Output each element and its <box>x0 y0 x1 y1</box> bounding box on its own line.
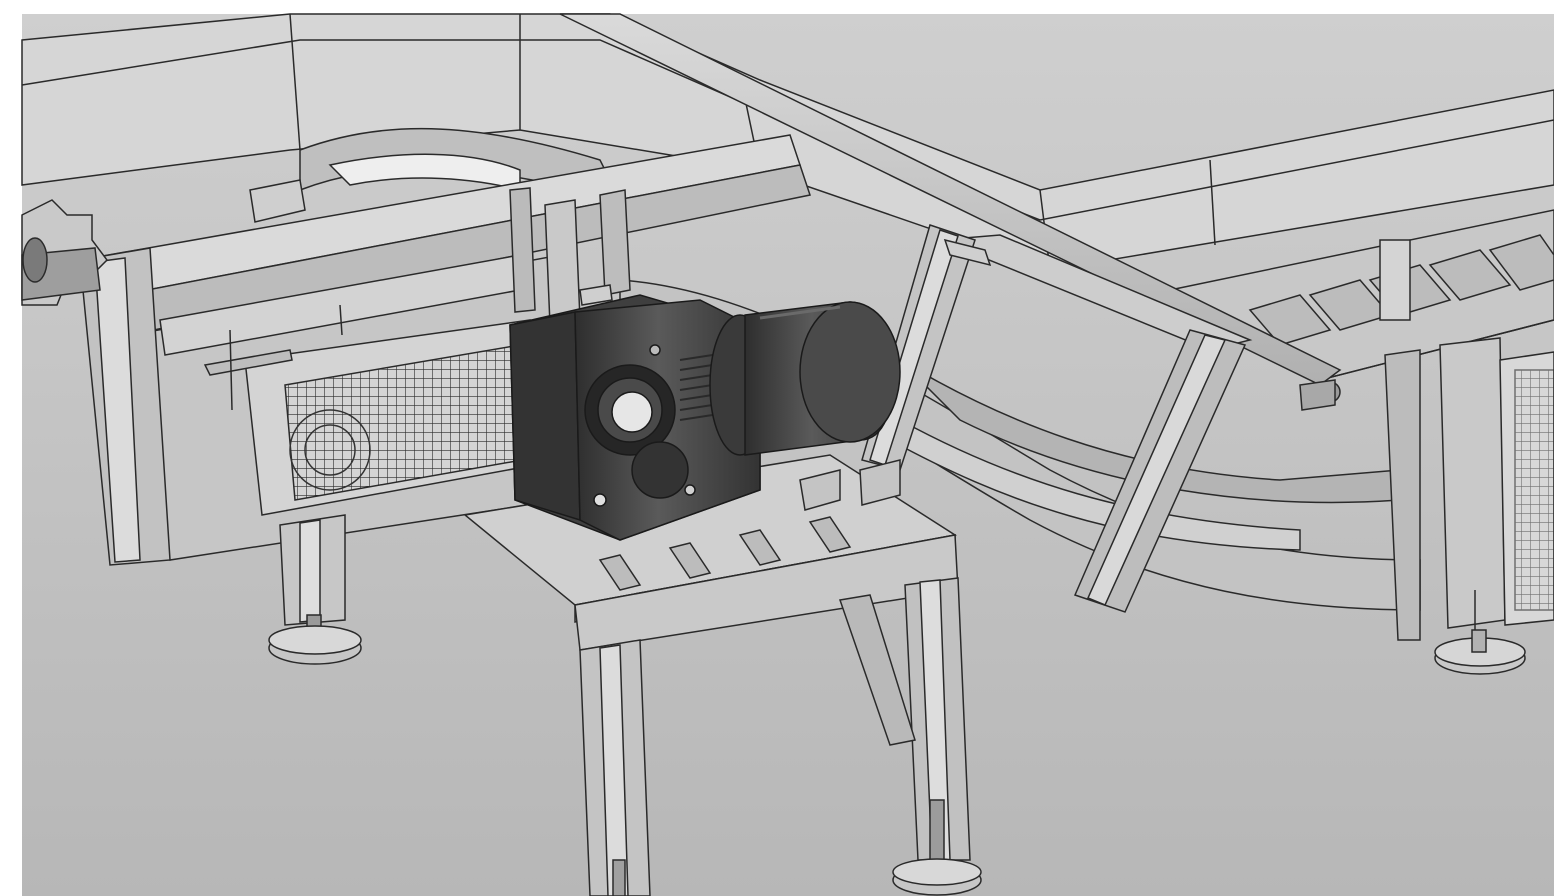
diagonal-guide-beam <box>559 13 1342 386</box>
gearbox <box>509 294 761 541</box>
drive-shaft-sprocket <box>21 199 108 306</box>
right-support-frame <box>1384 337 1554 675</box>
motor-stand <box>574 534 982 896</box>
mounting-brackets <box>579 238 1336 411</box>
electric-motor <box>709 301 901 456</box>
mesh-guard <box>203 304 536 516</box>
left-leg-foot <box>268 514 362 665</box>
